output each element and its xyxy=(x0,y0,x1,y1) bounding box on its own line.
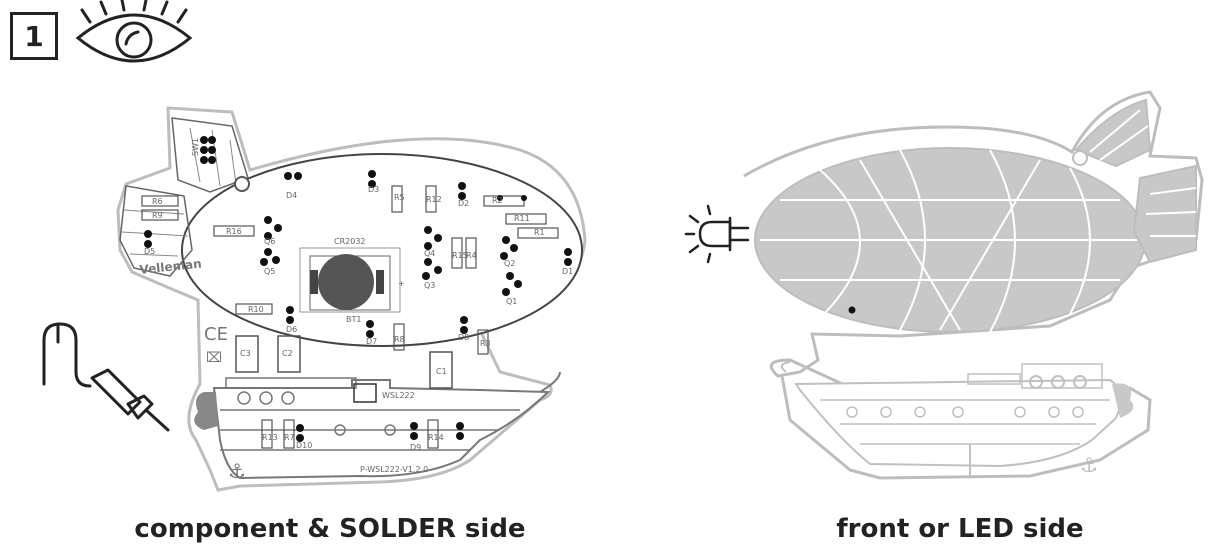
silk-label: Q6 xyxy=(264,237,275,246)
version-label: P-WSL222-V1.2.0 xyxy=(360,465,428,474)
component-side-board: CR2032 BT1 + Velleman SW1 WSL222 P-WSL22… xyxy=(116,106,587,492)
side-fin xyxy=(119,185,193,277)
svg-text:+: + xyxy=(398,279,405,288)
balloon-ribs xyxy=(760,149,1140,333)
brand-logo: Velleman xyxy=(139,257,202,277)
silk-label: D10 xyxy=(296,441,312,450)
battery-cell xyxy=(318,254,374,310)
step-number: 1 xyxy=(24,19,44,53)
switch-label: SW1 xyxy=(191,138,200,156)
caption-component-side: component & SOLDER side xyxy=(134,514,526,544)
soldering-iron-icon xyxy=(42,322,170,432)
silk-label: R6 xyxy=(152,197,163,206)
silk-label: D9 xyxy=(410,443,421,452)
module-chip xyxy=(353,383,377,403)
silk-label: D1 xyxy=(562,267,573,276)
anchor-icon: ⚓ xyxy=(228,459,246,483)
silk-label: D4 xyxy=(286,191,297,200)
ship-deck-rail xyxy=(225,377,357,389)
silk-label: R12 xyxy=(426,195,442,204)
silk-label: D6 xyxy=(286,325,297,334)
silk-label: R9 xyxy=(152,211,163,220)
silk-label: D5 xyxy=(144,247,155,256)
module-label: WSL222 xyxy=(382,391,415,400)
silk-label: Q5 xyxy=(264,267,275,276)
silk-label: R15 xyxy=(452,251,468,260)
silk-label: R14 xyxy=(428,433,444,442)
silk-label: R2 xyxy=(492,196,503,205)
silk-label: C1 xyxy=(436,367,447,376)
silk-label: Q2 xyxy=(504,259,515,268)
silk-label: Q3 xyxy=(424,281,435,290)
battery-ref-label: BT1 xyxy=(346,315,361,324)
silk-label: R3 xyxy=(480,339,491,348)
silk-label: Q4 xyxy=(424,249,435,258)
battery-label: CR2032 xyxy=(334,237,366,246)
silkscreen-labels: D4 D3 D2 D1 D5 D6 D7 D8 D9 D10 R2 R3 R5 … xyxy=(144,185,573,452)
silk-label: R11 xyxy=(514,214,530,223)
silk-label: R1 xyxy=(534,228,545,237)
step-number-box: 1 xyxy=(10,12,58,60)
silk-label: R5 xyxy=(394,193,405,202)
ship-hull xyxy=(212,379,551,480)
anchor-icon: ⚓ xyxy=(1080,453,1098,477)
battery-holder xyxy=(299,247,401,313)
caption-led-side: front or LED side xyxy=(836,514,1084,544)
silk-label: D2 xyxy=(458,199,469,208)
top-fin xyxy=(171,117,249,193)
silk-label: R7 xyxy=(284,433,295,442)
ce-mark-icon: CE xyxy=(204,324,228,345)
silk-label: D8 xyxy=(458,333,469,342)
silk-label: D3 xyxy=(368,185,379,194)
silk-label: R16 xyxy=(226,227,242,236)
led-icon xyxy=(684,204,750,264)
ship-sail-cloud xyxy=(194,392,218,430)
eye-icon xyxy=(75,0,193,63)
silk-label: D7 xyxy=(366,337,377,346)
weee-bin-icon: ⌧ xyxy=(206,350,222,366)
silk-label: C2 xyxy=(282,349,293,358)
balloon-ellipse xyxy=(181,153,583,347)
silk-label: C3 xyxy=(240,349,251,358)
silk-label: R4 xyxy=(466,251,477,260)
silk-label: R8 xyxy=(394,335,405,344)
led-side-board: ⚓ xyxy=(743,90,1204,480)
silk-label: R13 xyxy=(262,433,278,442)
silk-label: R10 xyxy=(248,305,264,314)
silk-label: Q1 xyxy=(506,297,517,306)
